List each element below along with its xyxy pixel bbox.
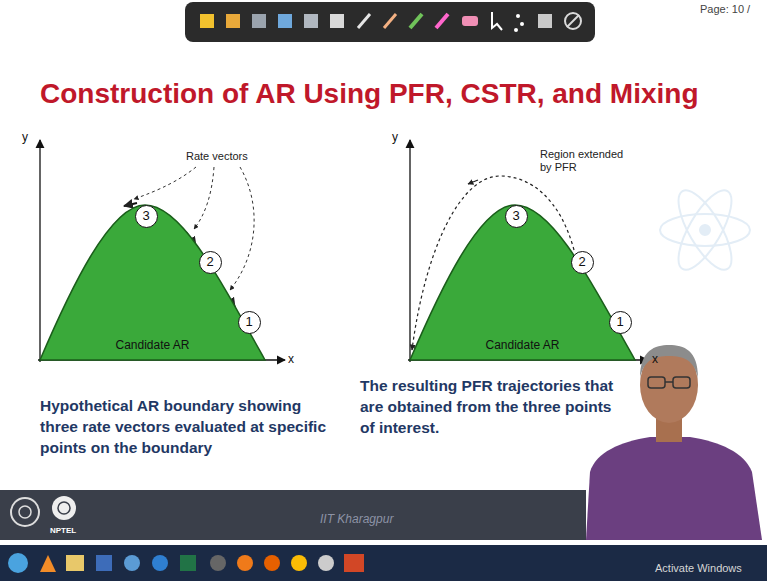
point-marker: 1 (238, 311, 261, 334)
callout-number: 1 (245, 315, 252, 329)
windows-taskbar (0, 545, 767, 581)
point-marker: 2 (571, 251, 594, 274)
axis-label: y (22, 130, 28, 144)
annotation-label: Region extended by PFR (540, 148, 635, 174)
axis-label: x (288, 352, 294, 366)
axis-label: y (392, 130, 398, 144)
institute-watermark: IIT Kharagpur (320, 512, 393, 526)
point-marker: 2 (199, 251, 222, 274)
slide-title: Construction of AR Using PFR, CSTR, and … (40, 78, 699, 110)
callout-number: 1 (616, 315, 623, 329)
axis-label: x (652, 352, 658, 366)
os-watermark: Activate Windows (655, 562, 742, 575)
callout-number: 2 (206, 255, 213, 269)
right-plot-axes (408, 140, 648, 362)
callout-number: 2 (578, 255, 585, 269)
region-label: Candidate AR (485, 339, 559, 352)
background-atom (660, 183, 750, 277)
callout-number: 3 (512, 209, 519, 223)
point-marker: 1 (609, 311, 632, 334)
logo-text: NPTEL (50, 526, 76, 536)
footer-band (0, 490, 586, 540)
presenter-video (586, 345, 762, 540)
region-fill (410, 205, 635, 360)
page-number: Page: 10 / (700, 3, 750, 16)
annotation-label: Rate vectors (186, 150, 248, 163)
left-plot-axes (38, 140, 285, 362)
point-marker: 3 (135, 205, 158, 228)
figure-caption: The resulting PFR trajectories that are … (360, 376, 615, 439)
region-label: Candidate AR (115, 339, 189, 352)
point-marker: 3 (505, 205, 528, 228)
figure-caption: Hypothetical AR boundary showing three r… (40, 396, 340, 459)
region-fill (40, 205, 265, 360)
annotation-toolbar (185, 2, 595, 42)
callout-number: 3 (142, 209, 149, 223)
